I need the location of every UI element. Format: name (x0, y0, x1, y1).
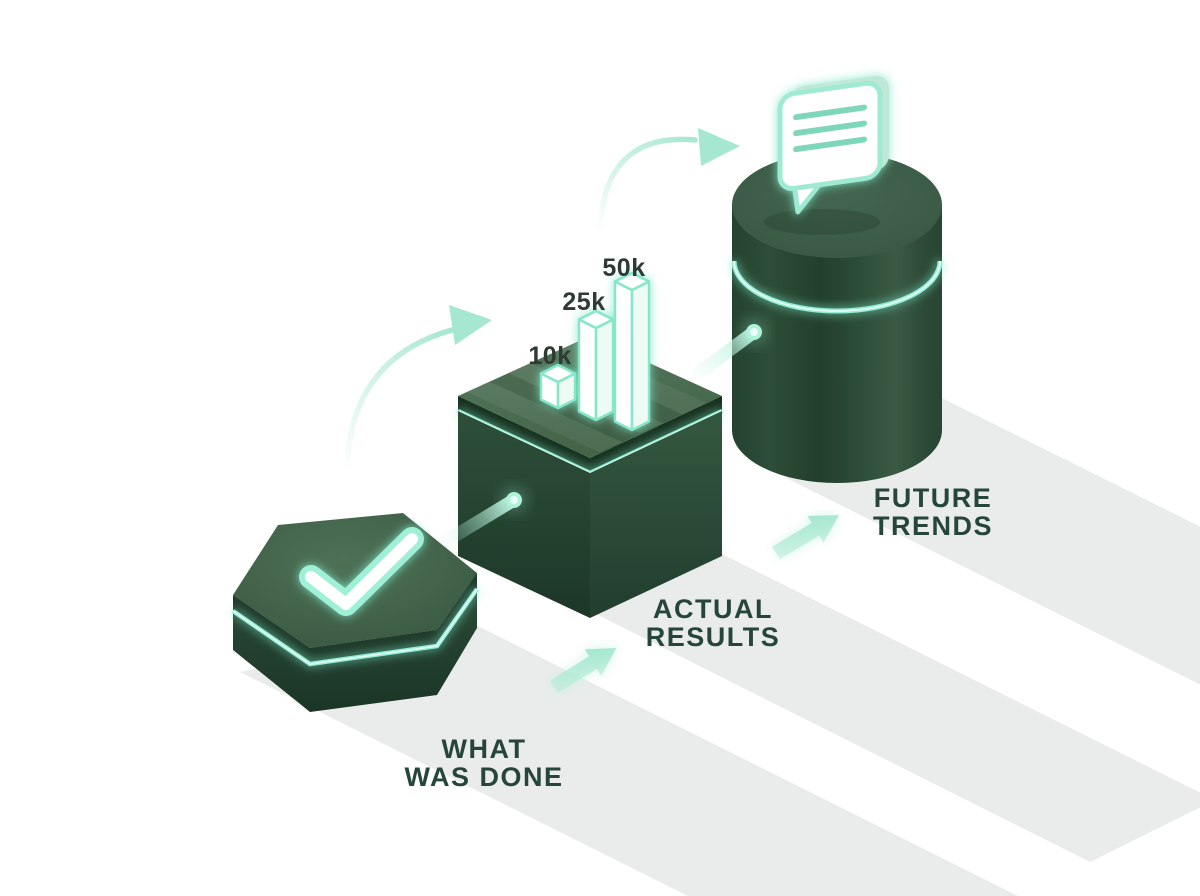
label-future-trends-line2: TRENDS (873, 511, 993, 541)
cube-left-face (458, 411, 590, 618)
stage-hexagonal-prism (231, 513, 479, 712)
bar-value-25k: 25k (562, 288, 605, 316)
cylinder-body (732, 205, 942, 483)
bar-10k (539, 363, 577, 410)
glow-rod-1 (441, 492, 522, 547)
cube-right-face (590, 411, 722, 618)
cylinder-neon-rim-core (733, 260, 941, 312)
bar-value-50k: 50k (602, 254, 645, 282)
bar-50k (613, 271, 651, 432)
stage-labels: WHAT WAS DONE ACTUAL RESULTS FUTURE TREN… (404, 483, 993, 792)
label-what-was-done-line1: WHAT (442, 734, 527, 764)
curved-arrow-1 (344, 305, 492, 468)
bar-value-10k: 10k (528, 342, 571, 370)
bar-25k (577, 309, 615, 422)
speech-bubble-icon (777, 75, 889, 215)
hexagon-neon-stripe-core (232, 588, 478, 665)
checkmark-icon (299, 527, 424, 616)
speech-bubble-shadow (764, 209, 880, 235)
hexagon-rim (233, 573, 477, 664)
speech-bubble-text-lines (793, 104, 867, 153)
label-what-was-done-line2: WAS DONE (404, 762, 563, 792)
ne-arrow-1 (550, 647, 617, 694)
curved-arrow-1-head (449, 305, 492, 345)
label-future-trends-line1: FUTURE (874, 483, 993, 513)
stage-cylinder (731, 75, 943, 483)
cube-shadow-band (592, 552, 1200, 862)
stage-cube: 10k 25k 50k (457, 254, 723, 618)
ne-arrow-2 (772, 515, 840, 560)
bar-chart-icon (539, 271, 651, 432)
label-actual-results-line1: ACTUAL (653, 594, 773, 624)
glow-rod-2 (693, 324, 762, 379)
label-actual-results-line2: RESULTS (646, 622, 781, 652)
curved-arrow-2 (597, 128, 740, 228)
curved-arrow-2-head (698, 128, 740, 166)
